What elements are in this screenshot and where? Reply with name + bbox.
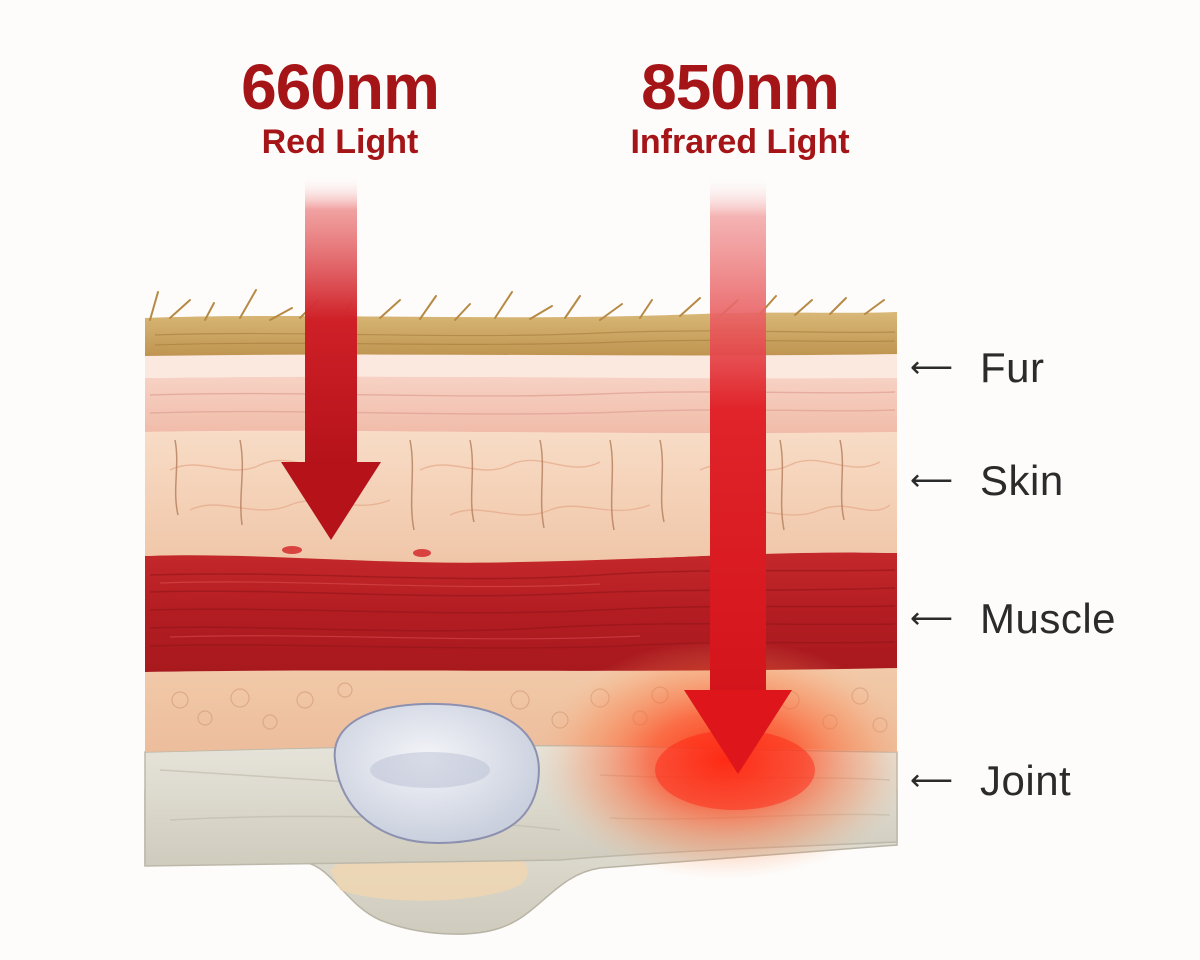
fur-label-text: Fur (980, 344, 1045, 391)
infrared-glow (535, 640, 897, 880)
dermis-layer (145, 376, 897, 434)
left-arrow-icon: ⟵ (910, 351, 954, 384)
joint-label: ⟵ Joint (910, 756, 1071, 806)
infrared-light-heading: 850nm Infrared Light (585, 52, 895, 162)
red-beam-shaft (305, 175, 357, 465)
dermis-lines (149, 391, 896, 415)
fur-label: ⟵ Fur (910, 343, 1045, 393)
red-light-wavelength: 660nm (241, 51, 440, 123)
muscle-label: ⟵ Muscle (910, 594, 1116, 644)
skin-label-text: Skin (980, 457, 1064, 504)
muscle-label-text: Muscle (980, 595, 1117, 642)
infrared-glow-core (655, 730, 815, 810)
red-light-name: Red Light (261, 123, 419, 161)
hair-follicles (174, 439, 845, 531)
skin-label: ⟵ Skin (910, 456, 1064, 506)
ir-beam-arrowhead (684, 690, 792, 774)
capillary-dot (282, 546, 302, 554)
muscle-fibers (149, 569, 896, 649)
muscle-highlights (159, 581, 641, 640)
ir-beam-shaft (710, 175, 766, 695)
left-arrow-icon: ⟵ (910, 464, 954, 497)
skin-layer (145, 430, 897, 563)
left-arrow-icon: ⟵ (910, 764, 954, 797)
infrared-light-wavelength: 850nm (641, 51, 840, 123)
capillary-dot (413, 549, 431, 557)
red-beam-arrowhead (281, 462, 381, 540)
cartilage-shade (370, 752, 490, 788)
joint-label-text: Joint (980, 757, 1072, 804)
fur-texture (154, 330, 896, 346)
epidermis-layer (145, 354, 897, 379)
red-light-heading: 660nm Red Light (190, 52, 490, 162)
left-arrow-icon: ⟵ (910, 602, 954, 635)
fur-strands (149, 289, 885, 321)
infrared-light-name: Infrared Light (630, 123, 850, 161)
